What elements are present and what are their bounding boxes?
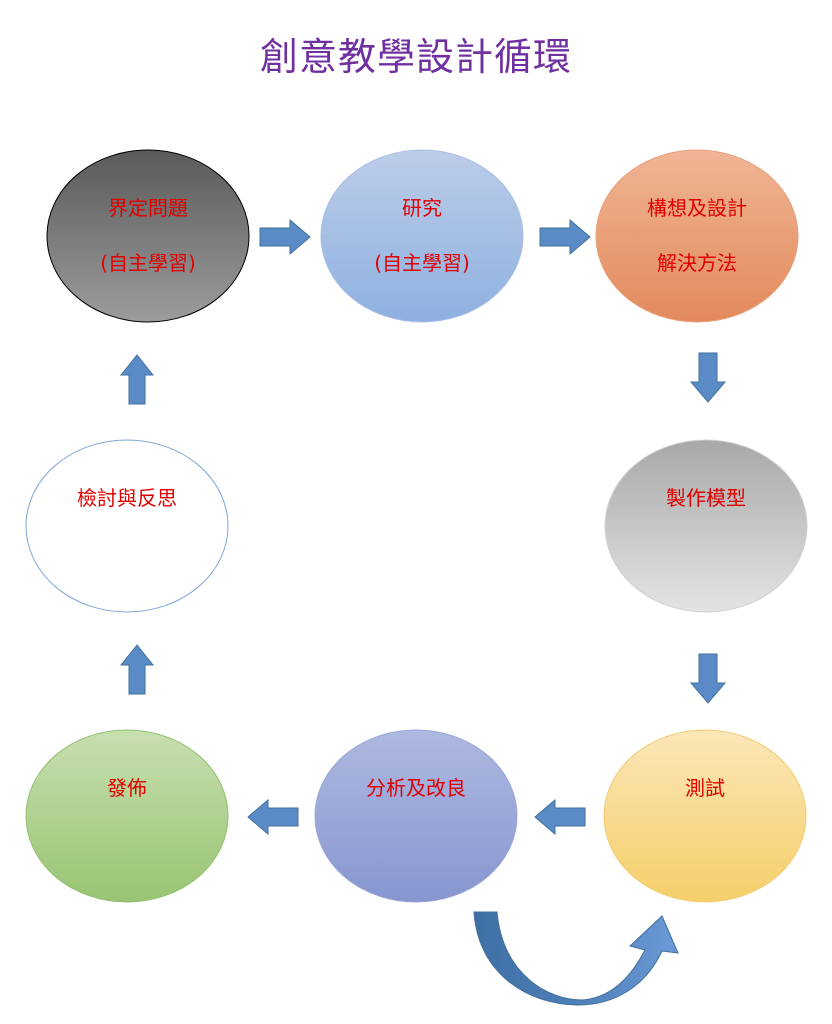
node-design-solution-label-2: 解決方法 (657, 251, 737, 275)
curved-arrow-icon (473, 911, 679, 1006)
node-define-problem-label-1: 界定問題 (108, 196, 188, 220)
arrow-down-icon (689, 352, 727, 403)
node-test-label: 測試 (685, 776, 725, 800)
node-publish (25, 729, 229, 903)
arrow-down-icon (689, 653, 727, 704)
node-research (320, 149, 524, 323)
node-analyze-improve (314, 729, 518, 903)
node-define-problem (46, 149, 250, 323)
arrow-up-icon (119, 644, 155, 695)
arrow-left-icon (534, 798, 586, 836)
node-test (603, 729, 807, 903)
node-research-label-2: (自主學習) (374, 251, 470, 275)
node-analyze-improve-label: 分析及改良 (366, 776, 466, 800)
node-research-label-1: 研究 (402, 196, 442, 220)
node-review-reflect-label: 檢討與反思 (77, 486, 177, 510)
page-title: 創意教學設計循環 (259, 35, 572, 79)
arrow-right-icon (539, 218, 591, 256)
node-define-problem-label-2: (自主學習) (100, 251, 196, 275)
node-publish-label: 發佈 (107, 776, 147, 800)
node-design-solution (595, 149, 799, 323)
node-review-reflect (25, 439, 229, 613)
arrow-left-icon (247, 798, 299, 836)
arrow-up-icon (119, 354, 155, 405)
node-make-model-label: 製作模型 (666, 486, 746, 510)
arrow-right-icon (259, 218, 311, 256)
node-make-model (604, 439, 808, 613)
node-design-solution-label-1: 構想及設計 (647, 196, 747, 220)
